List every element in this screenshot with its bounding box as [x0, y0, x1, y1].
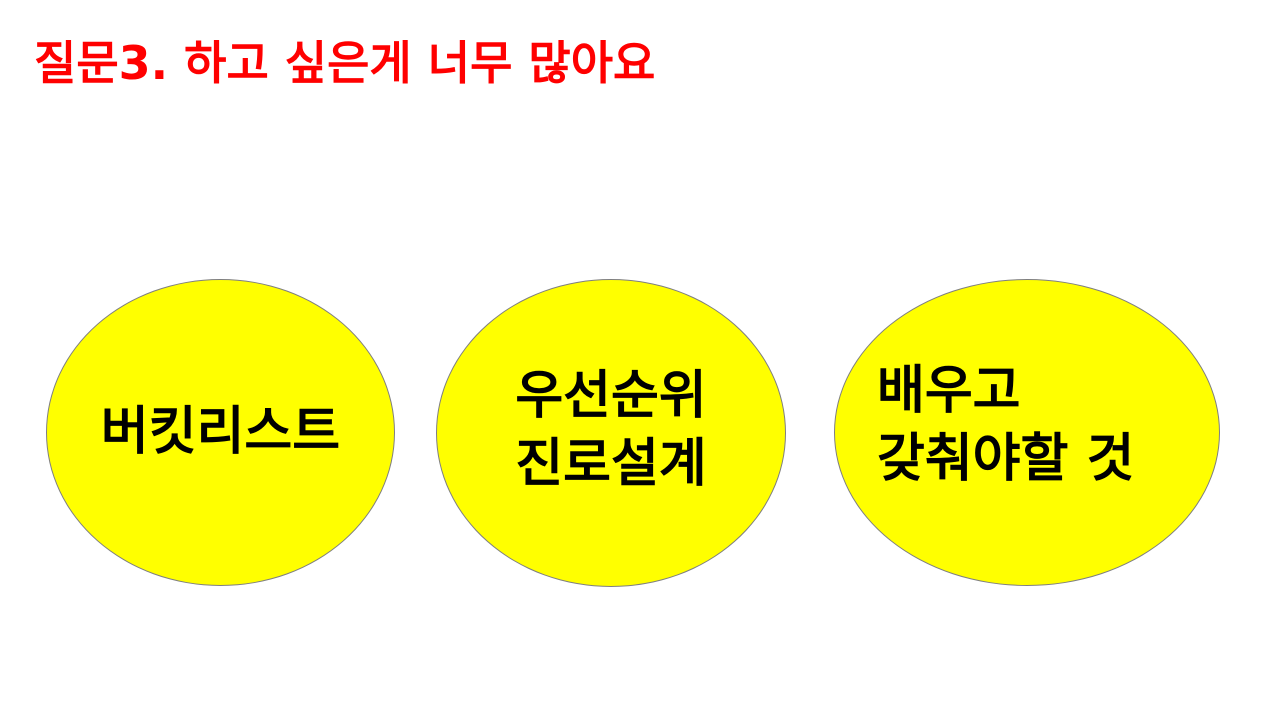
- ellipse-label-line: 진로설계: [515, 434, 707, 494]
- ellipse-label: 버킷리스트: [101, 399, 340, 467]
- skills-ellipse: 배우고 갖춰야할 것: [834, 279, 1220, 586]
- ellipse-label: 배우고 갖춰야할 것: [877, 358, 1134, 493]
- ellipse-label-line: 배우고: [877, 360, 1021, 421]
- ellipse-label-line: 우선순위: [515, 366, 707, 427]
- ellipse-label-line: 버킷리스트: [100, 401, 341, 462]
- ellipse-label: 우선순위 진로설계: [515, 363, 706, 498]
- bucket-list-ellipse: 버킷리스트: [46, 279, 395, 586]
- slide-title: 질문3. 하고 싶은게 너무 많아요: [34, 36, 656, 90]
- priority-ellipse: 우선순위 진로설계: [436, 279, 786, 587]
- ellipse-label-line: 갖춰야할 것: [877, 428, 1135, 489]
